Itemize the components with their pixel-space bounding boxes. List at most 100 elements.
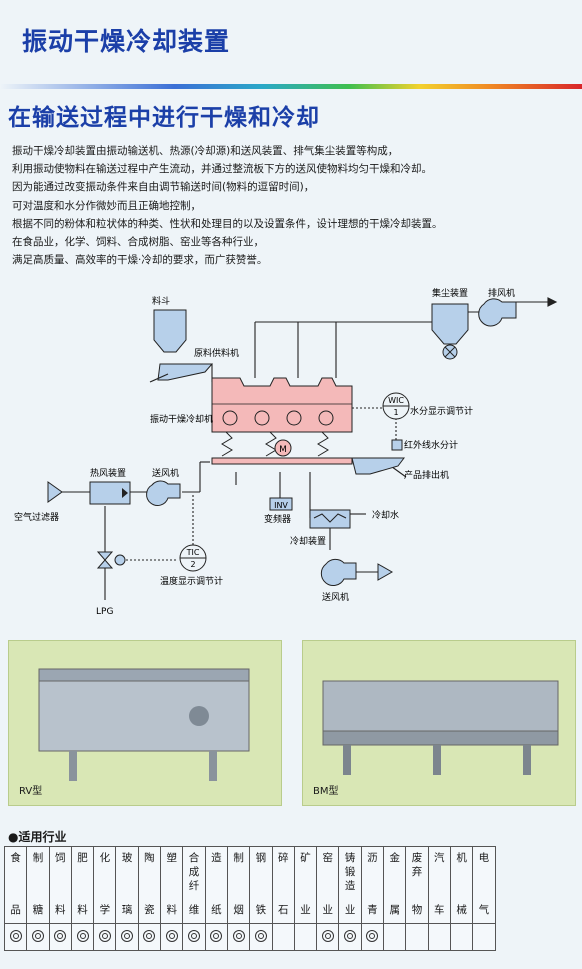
hot-air-device-icon (89, 481, 131, 505)
industry-char: 料 (77, 904, 88, 916)
industry-mark-cell (160, 923, 184, 951)
process-flow-diagram: 料斗 原料供料机 集尘装置 排风机 振动干燥冷却机 M 产品排出机 WIC 1 … (14, 287, 558, 617)
industry-char: 钢 (255, 852, 267, 864)
applicable-mark-icon (31, 929, 44, 942)
inv-tag: INV (274, 501, 288, 510)
dust-collector-icon (431, 303, 469, 345)
wic-tag: WIC (388, 396, 404, 405)
industry-char: 制 (32, 852, 44, 864)
industry-name-cell: 废弃物 (405, 846, 429, 924)
applicable-mark-icon (54, 929, 67, 942)
industry-char: 璃 (121, 904, 133, 916)
industry-mark-cell (26, 923, 50, 951)
industry-char: 糖 (32, 904, 44, 916)
intro-line: 因为能通过改变振动条件来自由调节输送时间(物料的逗留时间)， (12, 181, 315, 194)
industry-name-cell: 沥青 (360, 846, 385, 924)
industry-name-cell: 食品 (3, 846, 28, 924)
industry-char: 矿 (300, 852, 311, 864)
industry-char: 玻 (121, 852, 133, 864)
industry-mark-cell (226, 923, 251, 951)
industry-name-cell: 制糖 (26, 846, 50, 924)
applicable-mark-icon (121, 929, 134, 942)
industry-mark-cell (48, 923, 72, 951)
photo-rv-type: RV型 (8, 640, 282, 806)
industry-char: 饲 (54, 852, 66, 864)
intro-line: 振动干燥冷却装置由振动输送机、热源(冷却源)和送风装置、排气集尘装置等构成， (12, 145, 399, 157)
industry-char: 业 (344, 904, 356, 916)
industry-mark-cell (472, 923, 496, 951)
cooling-water-label: 冷却水 (372, 509, 399, 521)
industry-mark-cell (293, 923, 318, 951)
industry-char: 化 (99, 852, 111, 864)
exhaust-fan-icon (478, 298, 517, 327)
industry-name-cell: 汽车 (427, 846, 451, 924)
rainbow-divider (0, 84, 582, 89)
industry-char: 石 (277, 904, 289, 916)
hot-air-device-label: 热风装置 (90, 467, 126, 479)
industry-char: 车 (434, 904, 445, 916)
industry-name-cell: 化学 (93, 846, 117, 924)
industry-char: 制 (233, 852, 244, 864)
industry-char: 铁 (255, 904, 267, 916)
cooler-icon (309, 509, 351, 529)
dryer-cooler-body (211, 377, 353, 433)
lpg-label: LPG (96, 607, 113, 617)
applicable-mark-icon (188, 929, 201, 942)
industry-mark-cell (271, 923, 295, 951)
industry-char: 碎 (277, 852, 289, 864)
industry-char: 弃 (411, 866, 423, 878)
industry-char: 青 (367, 904, 378, 916)
applicable-mark-icon (143, 929, 156, 942)
ir-moisture-meter-label: 红外线水分计 (404, 439, 458, 451)
exhaust-fan-label: 排风机 (488, 287, 515, 299)
industry-name-cell: 塑料 (160, 846, 184, 924)
dryer-cooler-label: 振动干燥冷却机 (150, 413, 213, 425)
industry-char: 食 (10, 852, 21, 864)
industry-char: 窑 (322, 852, 334, 864)
industry-char: 纸 (211, 904, 222, 916)
industry-mark-cell (204, 923, 228, 951)
industry-char: 纤 (188, 880, 200, 892)
air-filter-icon (47, 481, 63, 503)
intro-line: 在食品业，化学、饲料、合成树脂、窑业等各种行业， (12, 236, 264, 249)
applicable-mark-icon (98, 929, 111, 942)
industry-char: 料 (166, 904, 177, 916)
industry-char: 属 (389, 904, 400, 916)
temp-controller-label: 温度显示调节计 (160, 575, 223, 587)
industry-name-cell: 制烟 (226, 846, 251, 924)
industry-char: 械 (456, 904, 467, 916)
tic-tag: TIC (186, 548, 200, 557)
rv-machine-image (38, 668, 250, 781)
applicable-mark-icon (321, 929, 334, 942)
industry-name-cell: 铸锻造业 (338, 846, 362, 924)
industry-char: 成 (188, 866, 200, 878)
blower-top-label: 送风机 (152, 467, 179, 479)
industry-name-cell: 合成纤维 (182, 846, 206, 924)
industry-char: 业 (322, 904, 334, 916)
applicable-mark-icon (165, 929, 178, 942)
feeder-icon (157, 363, 214, 381)
inverter-label: 变频器 (264, 513, 291, 525)
motor-icon: M (279, 445, 287, 455)
applicable-mark-icon (366, 929, 379, 942)
industry-mark-cell (383, 923, 407, 951)
industry-mark-cell (360, 923, 385, 951)
applicable-mark-icon (232, 929, 245, 942)
industry-name-cell: 矿业 (293, 846, 318, 924)
industry-name-cell: 碎石 (271, 846, 295, 924)
industry-char: 品 (10, 904, 21, 916)
photo-bm-type: BM型 (302, 640, 576, 806)
industry-char: 铸 (344, 852, 356, 864)
industry-char: 锻 (344, 866, 356, 878)
industry-mark-cell (249, 923, 273, 951)
industry-char: 机 (456, 852, 467, 864)
industry-mark-cell (115, 923, 139, 951)
page-title: 振动干燥冷却装置 (22, 27, 231, 56)
industry-char: 电 (478, 852, 490, 864)
industry-char: 气 (478, 904, 490, 916)
industry-name-cell: 陶瓷 (137, 846, 162, 924)
intro-line: 利用振动使物料在输送过程中产生流动，并通过整流板下方的送风使物料均匀干燥和冷却。 (12, 163, 432, 176)
industry-char: 物 (411, 904, 423, 916)
industry-mark-cell (405, 923, 429, 951)
cooler-label: 冷却装置 (290, 535, 326, 547)
